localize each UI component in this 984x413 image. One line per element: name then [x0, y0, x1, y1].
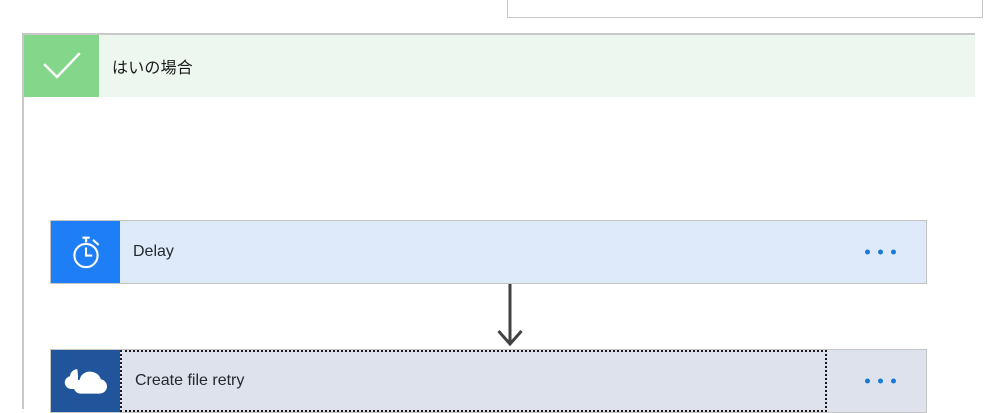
ellipsis-dot [891, 378, 896, 384]
check-icon [24, 35, 99, 97]
scope-title: はいの場合 [112, 60, 194, 77]
ellipsis-dot [878, 249, 883, 255]
ellipsis-dot [891, 249, 896, 255]
create-file-retry-card-body[interactable]: Create file retry [120, 350, 827, 412]
ellipsis-dot [865, 249, 870, 255]
scope-header[interactable]: はいの場合 [24, 33, 975, 97]
ellipsis-icon[interactable] [865, 249, 896, 255]
condition-scope-if-yes: はいの場合 Delay [22, 33, 975, 413]
ellipsis-dot [865, 378, 870, 384]
create-file-retry-card-menu-area[interactable] [827, 350, 926, 412]
ellipsis-dot [878, 378, 883, 384]
onedrive-cloud-icon [51, 350, 120, 412]
action-label-delay: Delay [133, 243, 174, 260]
arrow-down-icon [490, 284, 530, 350]
ellipsis-icon[interactable] [865, 378, 896, 384]
action-card-delay[interactable]: Delay [50, 220, 927, 284]
delay-card-body[interactable]: Delay [120, 221, 926, 283]
action-card-create-file-retry[interactable]: Create file retry [50, 349, 927, 413]
action-label-create-file-retry: Create file retry [135, 372, 245, 389]
scope-body: Delay Cre [24, 97, 975, 413]
partial-card-above[interactable] [507, 0, 983, 18]
stopwatch-icon [51, 221, 120, 283]
